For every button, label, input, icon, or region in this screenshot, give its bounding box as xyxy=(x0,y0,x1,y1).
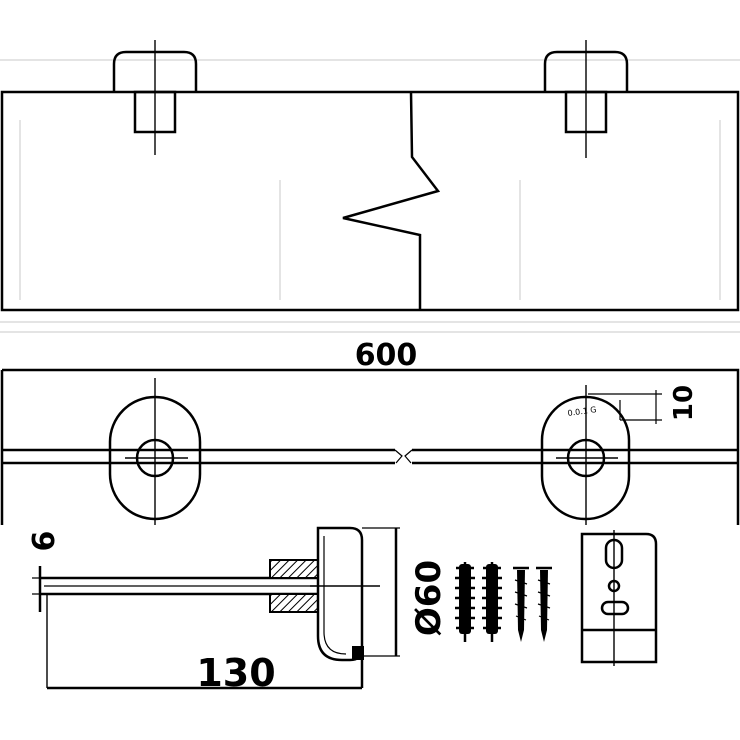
screw xyxy=(536,566,552,642)
bracket-back-view xyxy=(580,530,658,666)
top-view xyxy=(0,40,740,312)
front-view: 0.0.1 G 10 xyxy=(0,368,740,525)
dim-6: 6 xyxy=(27,531,62,552)
break-line-top xyxy=(342,91,441,310)
front-frame xyxy=(0,368,740,525)
wall-plugs xyxy=(455,562,502,642)
screws xyxy=(513,566,552,642)
tiny-label: 0.0.1 G xyxy=(567,405,597,418)
dim-diameter-60: Ø60 xyxy=(409,560,449,636)
screw xyxy=(513,566,529,642)
dim-600: 600 xyxy=(355,338,418,373)
dim-10: 10 xyxy=(669,385,699,421)
glass-shelf-plan xyxy=(0,90,740,312)
wall-plug xyxy=(455,562,475,642)
ghost-guides xyxy=(0,59,740,333)
clamp-hatch-bottom xyxy=(269,593,319,613)
dim-130: 130 xyxy=(196,651,275,695)
side-view: 6 Ø60 130 xyxy=(27,526,449,695)
clamp-hatch-top xyxy=(269,559,319,579)
wall-plug xyxy=(482,562,502,642)
